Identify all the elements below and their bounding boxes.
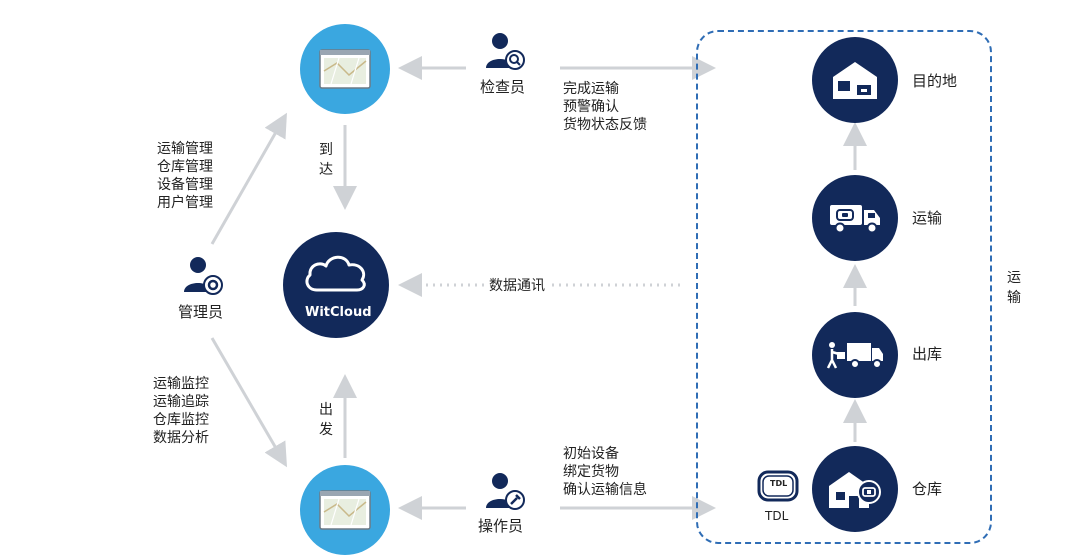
- tdl-device-icon: [757, 470, 799, 502]
- truck-icon: [830, 205, 880, 234]
- admin-function-item: 用户管理: [157, 195, 213, 211]
- operator-user-wrench-icon: [486, 473, 525, 510]
- operator-task-item: 初始设备: [563, 446, 619, 462]
- outbound-label: 出库: [912, 345, 943, 363]
- admin-function-item: 仓库管理: [157, 159, 213, 175]
- cloud-icon: [305, 255, 366, 292]
- depart-label: 出发: [319, 402, 333, 438]
- operator-task-item: 确认运输信息: [563, 482, 647, 498]
- inspector-task-item: 货物状态反馈: [563, 117, 647, 133]
- admin-function-item: 仓库监控: [153, 412, 209, 428]
- destination-house-icon: [833, 62, 877, 99]
- warehouse-node: [812, 446, 898, 532]
- loading-truck-icon: [826, 342, 883, 369]
- map-tablet-icon: [319, 490, 371, 530]
- admin-function-item: 数据分析: [153, 430, 209, 446]
- transport-side-label: 运输: [1007, 270, 1021, 306]
- data-comm-label: 数据通讯: [485, 277, 549, 295]
- admin-function-item: 设备管理: [157, 177, 213, 193]
- admin-function-item: 运输监控: [153, 376, 209, 392]
- inspector-label: 检查员: [480, 78, 526, 96]
- warehouse-label: 仓库: [912, 480, 943, 498]
- inspector-user-search-icon: [486, 33, 525, 70]
- operator-task-item: 绑定货物: [563, 464, 619, 480]
- inspector-task-item: 预警确认: [563, 99, 619, 115]
- admin-functions-bottom: 运输监控 运输追踪 仓库监控 数据分析: [153, 375, 209, 447]
- destination-node: [812, 37, 898, 123]
- outbound-node: [812, 312, 898, 398]
- transport-boundary: [696, 30, 992, 544]
- top-tablet-node: [300, 24, 390, 114]
- admin-user-gear-icon: [184, 257, 223, 295]
- transport-node: [812, 175, 898, 261]
- admin-label: 管理员: [178, 303, 224, 321]
- transport-label: 运输: [912, 209, 943, 227]
- tdl-label: TDL: [765, 509, 789, 523]
- inspector-task-item: 完成运输: [563, 81, 619, 97]
- arrive-label: 到达: [319, 142, 333, 178]
- operator-tasks: 初始设备 绑定货物 确认运输信息: [563, 445, 647, 499]
- admin-function-item: 运输追踪: [153, 394, 209, 410]
- warehouse-icon: [829, 472, 881, 508]
- witcloud-label: WitCloud: [305, 305, 372, 320]
- map-tablet-icon: [319, 49, 371, 89]
- operator-label: 操作员: [478, 517, 524, 535]
- inspector-tasks: 完成运输 预警确认 货物状态反馈: [563, 80, 647, 134]
- witcloud-node: [283, 232, 389, 338]
- tdl-device-tag: TDL: [770, 479, 788, 488]
- edge-admin-to-bottom-tablet: [210, 337, 288, 468]
- edge-admin-to-top-tablet: [210, 112, 287, 245]
- destination-label: 目的地: [912, 72, 958, 90]
- bottom-tablet-node: [300, 465, 390, 555]
- admin-function-item: 运输管理: [157, 141, 213, 157]
- admin-functions-top: 运输管理 仓库管理 设备管理 用户管理: [157, 140, 213, 212]
